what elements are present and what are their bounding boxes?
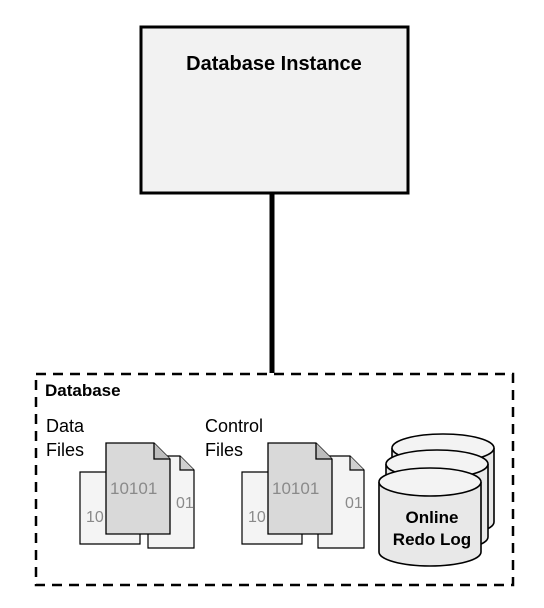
instance-box xyxy=(139,25,410,195)
data-file-back-left-bits: 10 xyxy=(86,509,104,526)
control-file-front-bits: 10101 xyxy=(272,479,319,498)
data-files-label-line1: Data xyxy=(46,416,85,436)
control-file-back-left-bits: 10 xyxy=(248,509,266,526)
control-file-back-right-bits: 01 xyxy=(345,495,363,512)
database-label: Database xyxy=(45,381,121,400)
data-file-back-right-bits: 01 xyxy=(176,495,194,512)
data-file-page-front: 10101 xyxy=(105,442,171,535)
database-boundary xyxy=(34,372,515,587)
database-container: Database xyxy=(34,372,515,587)
control-files-label-line2: Files xyxy=(205,440,243,460)
online-redo-log-group: Online Redo Log xyxy=(378,433,495,567)
redo-log-label-line2: Redo Log xyxy=(393,530,471,549)
redo-log-label-line1: Online xyxy=(406,508,459,527)
instance-label: Database Instance xyxy=(186,53,362,75)
data-file-front-bits: 10101 xyxy=(110,479,157,498)
data-files-group: Data Files 10 01 10101 xyxy=(46,416,195,549)
redo-log-cylinder-front xyxy=(378,467,482,567)
database-instance: Database Instance xyxy=(139,25,410,195)
control-files-label-line1: Control xyxy=(205,416,263,436)
control-files-group: Control Files 10 01 10101 xyxy=(205,416,365,549)
data-files-label-line2: Files xyxy=(46,440,84,460)
control-file-page-front: 10101 xyxy=(267,442,333,535)
